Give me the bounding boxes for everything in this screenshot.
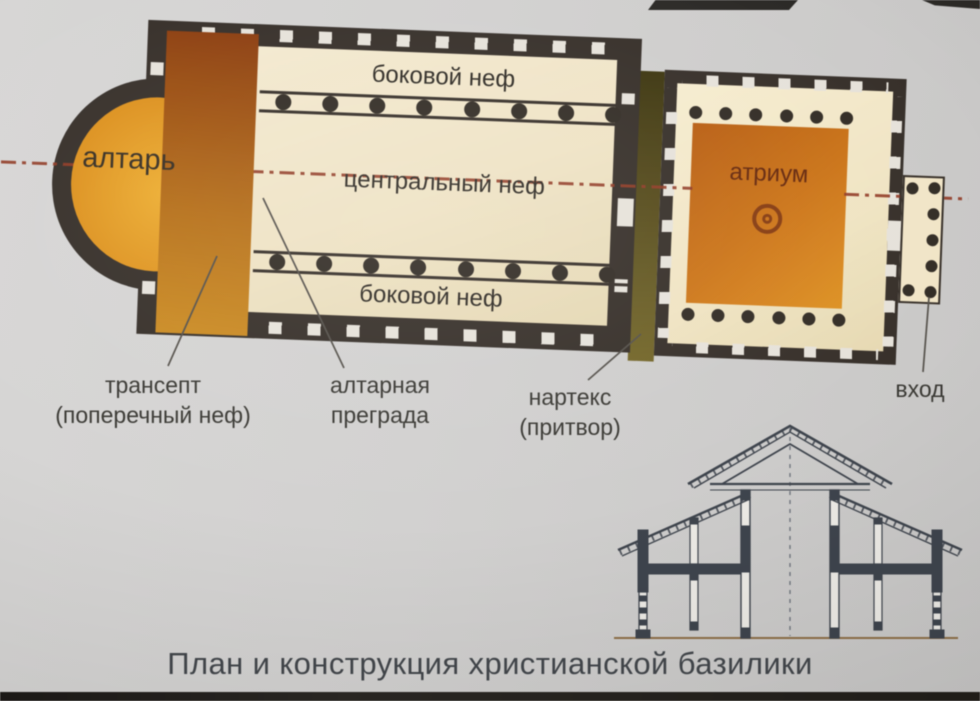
column-dot — [598, 266, 616, 284]
callout-narthex: нартекс (притвор) — [486, 382, 654, 442]
column-dot — [416, 99, 433, 116]
section-left-aisle — [617, 490, 752, 639]
nave-wall-opening-left-lower — [141, 280, 156, 295]
column-dot — [928, 182, 941, 195]
callout-entrance-line1: вход — [895, 376, 945, 402]
portico-columns-right — [924, 182, 941, 299]
column-dot — [322, 95, 339, 113]
column-dot — [924, 285, 937, 299]
atrium-block: атриум — [653, 69, 907, 365]
callout-transept-line2: (поперечный неф) — [55, 402, 251, 428]
column-dot — [504, 262, 522, 280]
column-dot — [801, 312, 816, 326]
column-dot — [410, 259, 427, 276]
transept-area — [155, 30, 259, 336]
basilica-plan: атриум алтарь боковой не — [0, 19, 969, 365]
column-dot — [463, 101, 481, 118]
callout-altar-screen: алтарная преграда — [290, 370, 470, 430]
column-dot — [902, 284, 915, 297]
column-dot — [688, 105, 703, 120]
callout-transept: трансепт (поперечный неф) — [22, 370, 284, 430]
column-dot — [275, 93, 292, 111]
altar-label: алтарь — [81, 141, 177, 178]
callout-entrance: вход — [872, 374, 968, 404]
column-dot — [510, 102, 528, 120]
callout-narthex-line1: нартекс — [528, 384, 612, 410]
column-dot — [925, 259, 938, 273]
callout-narthex-line2: (притвор) — [519, 414, 621, 440]
column-dot — [711, 308, 725, 323]
column-dot — [557, 104, 575, 122]
column-dot — [551, 264, 569, 282]
column-dot — [927, 207, 940, 221]
atrium-courtyard: атриум — [685, 122, 849, 309]
portico-columns-left — [902, 182, 919, 297]
column-dot — [771, 311, 786, 325]
column-dot — [719, 106, 733, 121]
atrium-label: атриум — [729, 158, 809, 189]
nave-axial-door — [616, 198, 634, 227]
column-dot — [315, 255, 333, 273]
column-dot — [832, 313, 846, 327]
fountain-icon — [751, 203, 783, 235]
column-dot — [926, 233, 939, 247]
column-dot — [604, 106, 622, 124]
column-dot — [741, 309, 756, 324]
slide-caption: План и конструкция христианской базилики — [167, 646, 813, 681]
column-dot — [681, 307, 695, 322]
callout-transept-line1: трансепт — [104, 372, 202, 398]
column-dot — [839, 111, 854, 126]
callout-altar-screen-line1: алтарная — [329, 372, 431, 398]
callout-altar-screen-line2: преграда — [330, 402, 430, 428]
basilica-cross-section — [614, 424, 963, 639]
column-dot — [779, 109, 793, 123]
fountain-inner-ring — [762, 213, 773, 225]
entrance-portico — [898, 175, 945, 305]
column-dot — [809, 110, 824, 124]
column-dot — [457, 260, 474, 278]
section-right-aisle — [828, 490, 963, 639]
photo-artifact-top-bar — [648, 0, 798, 10]
column-dot — [363, 257, 380, 274]
column-dot — [369, 97, 386, 115]
section-nave-roof — [687, 424, 893, 491]
photo-artifact-corner-wedge — [922, 0, 980, 9]
photo-artifact-bottom-strip — [0, 692, 980, 701]
column-dot — [906, 182, 919, 195]
column-dot — [749, 108, 763, 122]
nave-wall-opening-left-upper — [150, 62, 164, 76]
column-dot — [268, 253, 286, 271]
atrium-entrance-gap — [887, 220, 902, 251]
